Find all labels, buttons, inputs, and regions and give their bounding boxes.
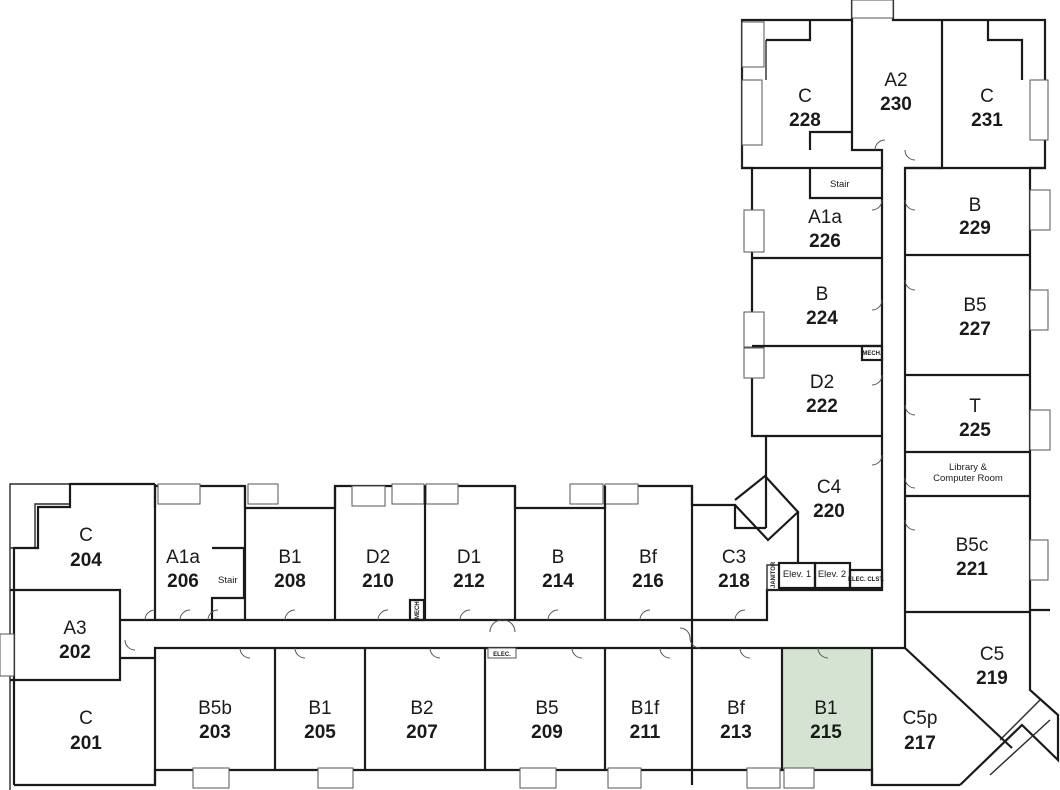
room-number: 202 bbox=[59, 642, 91, 663]
elec-label: ELEC. bbox=[493, 652, 511, 658]
room-type: B2 bbox=[410, 698, 433, 719]
room-number: 207 bbox=[406, 722, 438, 743]
room-number: 217 bbox=[904, 733, 936, 754]
room-number: 220 bbox=[813, 501, 845, 522]
room-number: 208 bbox=[274, 571, 306, 592]
room-type: C3 bbox=[722, 547, 746, 568]
room-labels: C 204 A1a 206 B1 208 D2 210 D1 212 B 214… bbox=[59, 70, 1008, 754]
room-number: 221 bbox=[956, 559, 988, 580]
room-type: A2 bbox=[884, 70, 907, 91]
room-number: 224 bbox=[806, 308, 838, 329]
room-number: 231 bbox=[971, 110, 1003, 131]
room-type: B bbox=[969, 195, 982, 216]
room-type: D2 bbox=[366, 547, 390, 568]
room-type: B bbox=[552, 547, 565, 568]
mech-label: MECH. bbox=[862, 351, 882, 357]
room-type: B5 bbox=[535, 698, 558, 719]
room-number: 213 bbox=[720, 722, 752, 743]
room-number: 219 bbox=[976, 668, 1008, 689]
elevator-label: Elev. 2 bbox=[818, 569, 846, 580]
room-type: C bbox=[798, 86, 812, 107]
room-type: B1 bbox=[814, 698, 837, 719]
room-number: 227 bbox=[959, 319, 991, 340]
room-number: 229 bbox=[959, 218, 991, 239]
room-type: C bbox=[980, 86, 994, 107]
library-label: Library & bbox=[949, 462, 988, 473]
room-number: 203 bbox=[199, 722, 231, 743]
room-number: 230 bbox=[880, 94, 912, 115]
elevator-label: Elev. 1 bbox=[783, 569, 811, 580]
room-number: 225 bbox=[959, 420, 991, 441]
room-type: B bbox=[816, 284, 829, 305]
stair-label: Stair bbox=[830, 179, 850, 190]
room-number: 222 bbox=[806, 396, 838, 417]
library-label: Computer Room bbox=[933, 473, 1003, 484]
room-type: C4 bbox=[817, 477, 842, 498]
room-number: 214 bbox=[542, 571, 574, 592]
mech-label: MECH. bbox=[415, 599, 421, 619]
room-number: 209 bbox=[531, 722, 563, 743]
room-type: B5 bbox=[963, 295, 986, 316]
room-type: C bbox=[79, 708, 93, 729]
room-number: 206 bbox=[167, 571, 199, 592]
room-number: 201 bbox=[70, 733, 102, 754]
room-type: B1 bbox=[278, 547, 301, 568]
room-type: A1a bbox=[166, 547, 200, 568]
room-number: 212 bbox=[453, 571, 485, 592]
room-type: A3 bbox=[63, 618, 86, 639]
room-type: Bf bbox=[727, 698, 746, 719]
door-swings bbox=[124, 139, 916, 659]
room-type: Bf bbox=[639, 547, 658, 568]
room-type: B5b bbox=[198, 698, 232, 719]
room-number: 205 bbox=[304, 722, 336, 743]
room-number: 211 bbox=[630, 722, 661, 743]
stair-label: Stair bbox=[218, 575, 238, 586]
elec-closet-label: ELEC. CLST. bbox=[848, 577, 884, 583]
room-type: D1 bbox=[457, 547, 481, 568]
room-number: 228 bbox=[789, 110, 821, 131]
unit-215-highlight bbox=[782, 648, 872, 770]
room-number: 216 bbox=[632, 571, 664, 592]
room-type: D2 bbox=[810, 372, 834, 393]
room-type: T bbox=[969, 396, 981, 417]
janitor-label: JANITOR bbox=[771, 561, 777, 588]
room-type: B1 bbox=[308, 698, 331, 719]
room-type: C5 bbox=[980, 644, 1004, 665]
room-type: C bbox=[79, 525, 93, 546]
room-number: 218 bbox=[718, 571, 750, 592]
room-type: B1f bbox=[631, 698, 660, 719]
room-number: 215 bbox=[810, 722, 842, 743]
room-number: 210 bbox=[362, 571, 394, 592]
room-type: B5c bbox=[956, 535, 989, 556]
room-type: C5p bbox=[903, 708, 938, 729]
room-number: 226 bbox=[809, 231, 841, 252]
room-number: 204 bbox=[70, 550, 102, 571]
room-walls bbox=[10, 20, 1045, 785]
room-type: A1a bbox=[808, 207, 842, 228]
service-labels: Stair Stair Library & Computer Room Elev… bbox=[218, 179, 1003, 658]
